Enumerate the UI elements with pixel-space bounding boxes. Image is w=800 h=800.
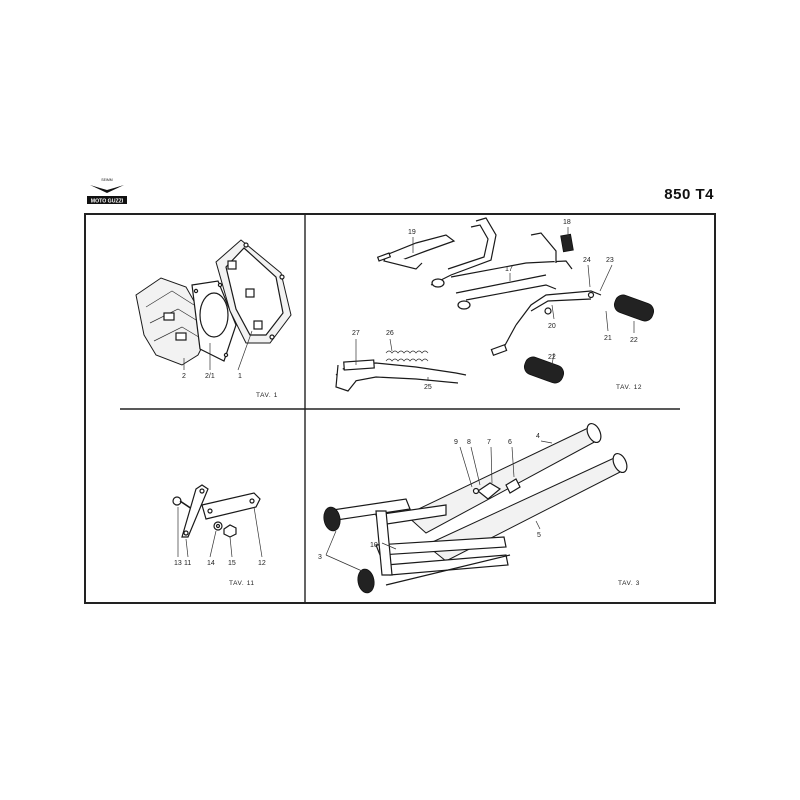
model-title: 850 T4 [664, 186, 714, 203]
exhaust-ring-nuts-3-drawing [323, 506, 375, 594]
page-header: SEIMM MOTO GUZZI 850 T4 [84, 176, 716, 210]
springs-drawing [385, 350, 429, 362]
panel-tav-1: 2 2/1 1 TAV. 1 [135, 239, 292, 399]
parts-diagram: 2 2/1 1 TAV. 1 [120, 215, 680, 602]
panel-caption: TAV. 3 [618, 580, 640, 587]
callout-label: 1 [238, 373, 242, 380]
nut-15-drawing [223, 524, 237, 538]
callout-label: 2/1 [205, 373, 215, 380]
bolt-13-drawing [172, 496, 193, 510]
callout-label: 6 [508, 439, 512, 446]
moto-guzzi-logo: SEIMM MOTO GUZZI [87, 178, 127, 204]
callout-label: 27 [352, 330, 360, 337]
callout-label: 8 [467, 439, 471, 446]
silencer-4-drawing [405, 422, 602, 534]
gear-pedal-drawing [376, 234, 456, 270]
callout-label: 23 [606, 257, 614, 264]
panel-caption: TAV. 11 [229, 580, 255, 587]
panel-tav-11: 13 11 14 15 12 TAV. 11 [172, 484, 266, 587]
rubber-cap-18-drawing [560, 233, 574, 253]
footrest-bracket-drawing [490, 290, 602, 356]
callout-label: 12 [258, 560, 266, 567]
callout-label: 20 [548, 323, 556, 330]
callout-label: 24 [583, 257, 591, 264]
side-stand-drawing [335, 359, 467, 392]
callout-label: 22 [548, 354, 556, 361]
panel-tav-3: 9 8 7 6 4 10 5 3 TAV. 3 [318, 422, 640, 594]
valve-cover-gasket-drawing [191, 280, 237, 362]
callout-label: 13 [174, 560, 182, 567]
callout-label: 19 [408, 229, 416, 236]
callout-label: 9 [454, 439, 458, 446]
footrest-rubber-22-lower-drawing [523, 356, 565, 384]
callout-label: 4 [536, 433, 540, 440]
eagle-wings-icon [90, 185, 124, 193]
washer-14-drawing [213, 521, 223, 531]
callout-label: 7 [487, 439, 491, 446]
panel-caption: TAV. 1 [256, 392, 278, 399]
callout-label: 18 [563, 219, 571, 226]
callout-label: 22 [630, 337, 638, 344]
exhaust-pipes-drawing [325, 498, 511, 586]
logo-small-text: SEIMM [101, 178, 113, 182]
parts-plate: 2 2/1 1 TAV. 1 [84, 213, 716, 604]
callout-label: 26 [386, 330, 394, 337]
valve-cover-drawing [215, 239, 292, 344]
panel-caption: TAV. 12 [616, 384, 642, 391]
silencer-5-drawing [425, 452, 628, 562]
stand-frame-drawing [430, 217, 573, 310]
callout-label: 2 [182, 373, 186, 380]
panel-tav-12: 19 18 17 24 23 20 21 22 22 27 26 25 TAV.… [335, 217, 655, 392]
callout-label: 5 [537, 532, 541, 539]
callout-label: 10 [370, 542, 378, 549]
clamp-bracket-drawing [472, 478, 521, 500]
callout-label: 14 [207, 560, 215, 567]
callout-label: 11 [184, 560, 191, 567]
callout-label: 17 [505, 266, 513, 273]
plate-12-drawing [201, 492, 261, 520]
logo-brand: MOTO GUZZI [91, 198, 124, 204]
callout-label: 15 [228, 560, 236, 567]
bracket-11-drawing [181, 484, 209, 538]
callout-label: 3 [318, 554, 322, 561]
callout-label: 25 [424, 384, 432, 391]
footrest-rubber-22-upper-drawing [613, 294, 655, 322]
callout-label: 21 [604, 335, 612, 342]
